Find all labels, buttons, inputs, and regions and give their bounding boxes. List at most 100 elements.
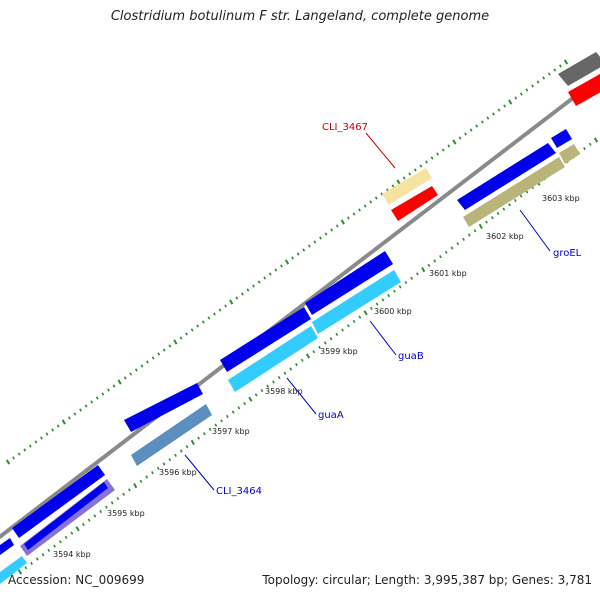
tick-mark (408, 172, 412, 176)
tick-mark (47, 548, 51, 553)
cds-cyan-guab[interactable] (312, 270, 401, 334)
cds-blue-edge[interactable] (0, 538, 14, 555)
topology-text: Topology: circular; Length: 3,995,387 bp… (262, 573, 592, 587)
tick-mark (277, 375, 281, 380)
cds-navy-stripe-lower-left[interactable] (24, 482, 108, 550)
tick-mark (352, 212, 356, 216)
leader-cli3467 (365, 132, 396, 169)
tick-mark (346, 216, 350, 220)
tick-mark (425, 160, 428, 164)
tick-mark (508, 99, 513, 105)
tick-mark (396, 179, 401, 185)
cds-blue-guaa-upper[interactable] (220, 307, 311, 372)
cds-blue-guab-upper[interactable] (305, 251, 393, 315)
tick-mark (464, 132, 467, 136)
tick-mark (374, 196, 378, 200)
tick-mark (61, 419, 66, 425)
tick-mark (393, 289, 396, 293)
tick-mark (105, 505, 108, 509)
tick-mark (458, 136, 462, 140)
tick-mark (17, 452, 21, 456)
leader-guaa (286, 377, 317, 415)
tick-mark (490, 216, 494, 220)
tick-mark (129, 372, 133, 376)
cds-blue-cli3464[interactable] (124, 383, 203, 432)
tick-mark (427, 263, 431, 267)
tick-mark (452, 139, 457, 145)
cds-red-cli3467[interactable] (391, 186, 438, 221)
tick-mark (497, 108, 501, 112)
tick-mark (237, 406, 241, 410)
tick-mark (81, 522, 85, 527)
tick-mark (531, 84, 534, 88)
tick-mark (469, 128, 473, 132)
tick-mark (588, 142, 592, 146)
tick-mark (503, 104, 507, 108)
cds-blue-groes[interactable] (457, 143, 556, 210)
tick-mark (174, 453, 177, 457)
tick-mark (202, 432, 206, 436)
cds-cyan-guaa[interactable] (228, 326, 318, 392)
gene-label-groel[interactable]: groEL (553, 248, 582, 259)
tick-mark (441, 148, 445, 152)
kbp-label-3598: 3598 kbp (265, 387, 303, 396)
tick-mark (162, 348, 166, 352)
tick-mark (110, 501, 114, 505)
tick-mark (207, 316, 211, 320)
tick-mark (421, 266, 426, 273)
kbp-label-3596: 3596 kbp (159, 468, 197, 477)
tick-mark (252, 284, 255, 288)
tick-mark (295, 363, 298, 367)
tick-mark (56, 424, 60, 428)
tick-mark (225, 414, 229, 419)
tick-mark (502, 207, 506, 211)
tick-mark (341, 328, 344, 332)
cds-blue-lower-left[interactable] (12, 465, 105, 538)
tick-mark (122, 492, 126, 496)
tick-mark (547, 72, 551, 76)
tick-mark (519, 194, 523, 198)
tick-mark (51, 428, 55, 432)
leader-cli3464 (184, 454, 215, 491)
tick-mark (246, 288, 250, 292)
cds-khaki-groel[interactable] (463, 157, 565, 227)
cds-blue-small[interactable] (551, 129, 572, 148)
gene-label-cli3467[interactable]: CLI_3467 (322, 122, 368, 133)
kbp-label-3595: 3595 kbp (107, 509, 145, 518)
cds-pale-cli3467[interactable] (382, 168, 432, 205)
gene-label-guaa[interactable]: guaA (318, 410, 344, 421)
cds-red-top[interactable] (568, 74, 600, 106)
tick-mark (381, 298, 385, 302)
kbp-label-3601: 3601 kbp (429, 269, 467, 278)
tick-mark (257, 280, 261, 284)
tick-mark (168, 344, 172, 348)
tick-mark (410, 276, 414, 280)
cds-khaki-small[interactable] (559, 144, 580, 164)
tick-mark (156, 466, 160, 470)
tick-mark (387, 293, 391, 298)
tick-mark (45, 432, 49, 436)
gene-label-guab[interactable]: guaB (398, 351, 424, 362)
tick-mark (284, 259, 290, 265)
tick-mark (340, 219, 345, 225)
tick-mark (283, 371, 287, 375)
gene-label-cli3464[interactable]: CLI_3464 (216, 486, 262, 497)
cds-cyan-edge[interactable] (0, 556, 27, 584)
tick-mark (329, 337, 333, 341)
cds-steel-cli3464[interactable] (131, 404, 212, 466)
tick-mark (75, 526, 80, 532)
tick-mark (291, 256, 294, 260)
tick-mark (93, 514, 97, 518)
tick-mark (214, 423, 218, 427)
kbp-label-3602: 3602 kbp (486, 232, 524, 241)
tick-mark (24, 566, 28, 570)
tick-mark (64, 535, 68, 540)
tick-mark (289, 367, 293, 371)
tick-mark (12, 456, 15, 460)
tick-mark (260, 388, 264, 393)
tick-mark (398, 285, 402, 289)
map-title: Clostridium botulinum F str. Langeland, … (110, 9, 490, 24)
tick-mark (593, 137, 599, 143)
cds-gray[interactable] (558, 52, 600, 86)
